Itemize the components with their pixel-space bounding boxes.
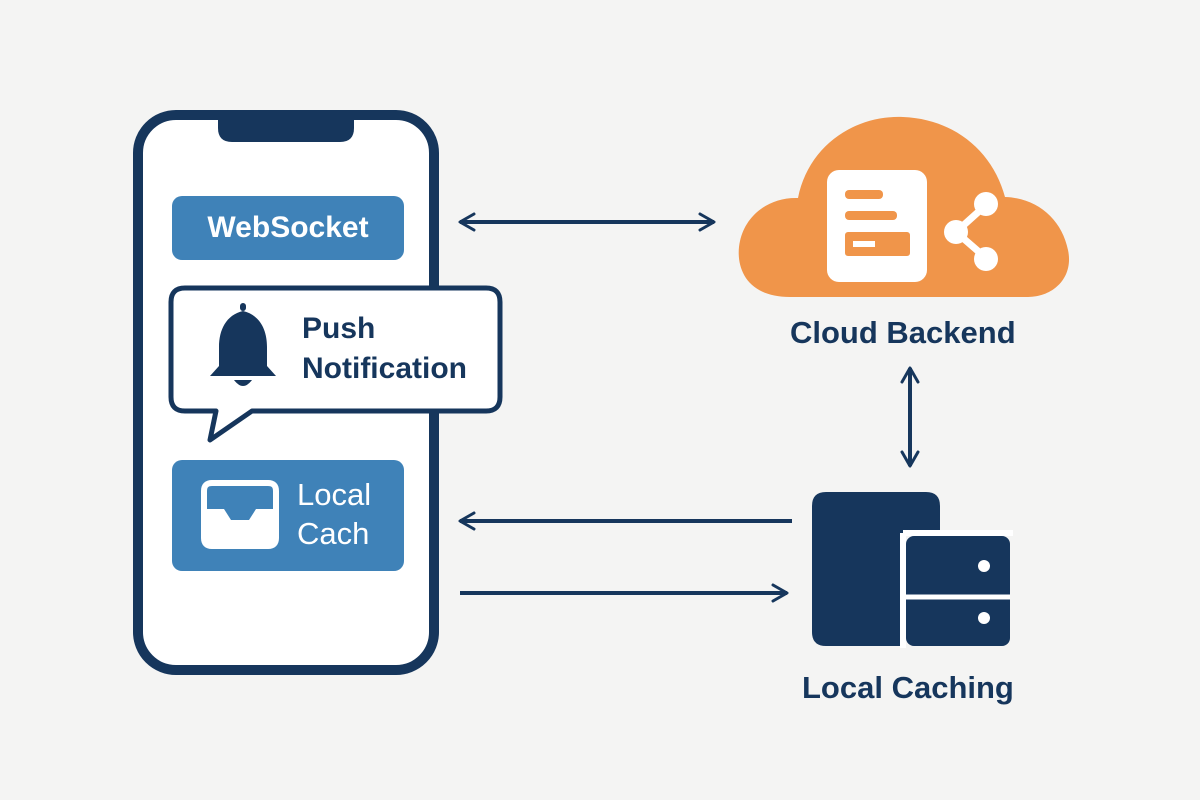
push-notification-label-line1: Push bbox=[302, 312, 376, 345]
phone-notch bbox=[218, 112, 354, 142]
server-icon bbox=[812, 492, 1013, 648]
local-caching-label: Local Caching bbox=[802, 670, 1014, 705]
local-cache-label-line2: Cach bbox=[297, 516, 370, 551]
local-cache-label-line1: Local bbox=[297, 477, 372, 512]
push-notification-label-line2: Notification bbox=[302, 352, 467, 385]
websocket-label: WebSocket bbox=[207, 211, 369, 244]
inbox-tray-icon bbox=[201, 480, 279, 549]
bell-icon bbox=[210, 303, 276, 386]
share-icon bbox=[944, 192, 998, 271]
cloud-backend-label: Cloud Backend bbox=[790, 315, 1016, 350]
document-icon bbox=[827, 170, 927, 282]
websocket-box bbox=[172, 196, 404, 260]
